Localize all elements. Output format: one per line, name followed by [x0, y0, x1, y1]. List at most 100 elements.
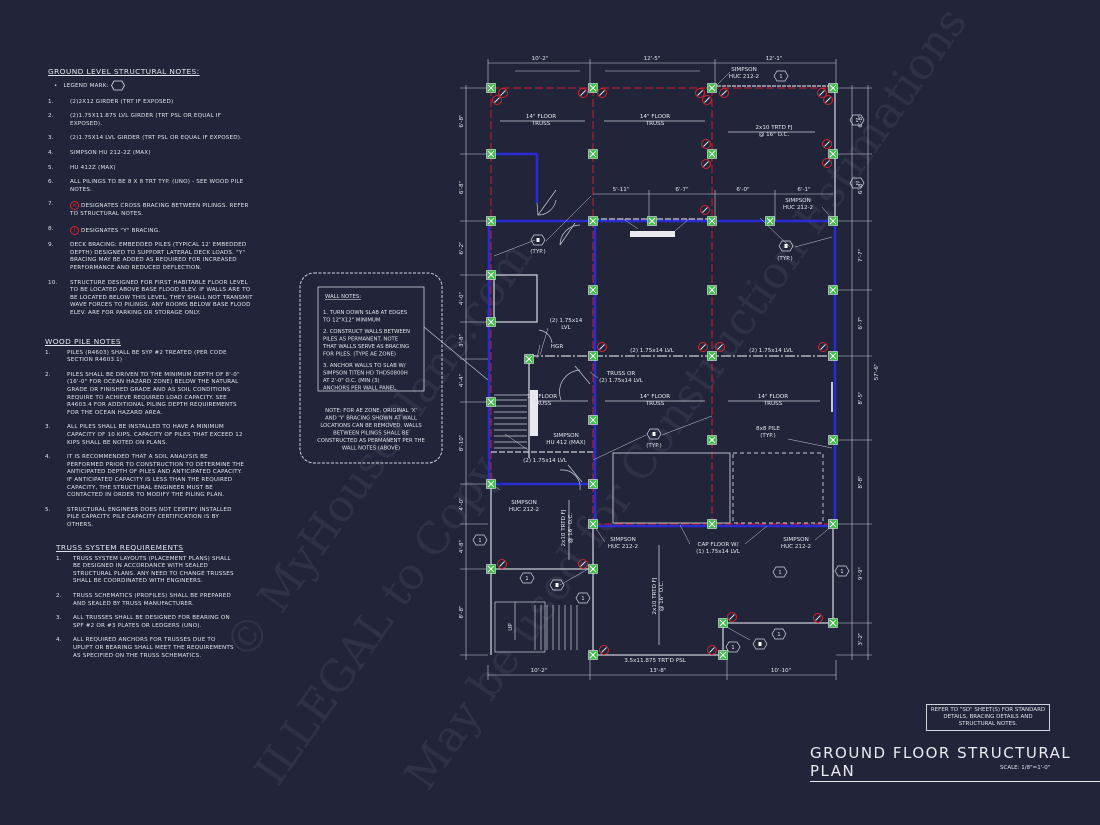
note-text: HU 412Z (MAX)	[70, 164, 116, 171]
truss-label: TRUSS	[645, 121, 665, 127]
dimension-right: 9'-9"	[858, 566, 864, 580]
note-number: 2.	[45, 371, 51, 378]
note-text: ALL REQUIRED ANCHORS FOR TRUSSES DUE TO …	[73, 637, 234, 659]
pile-marker	[765, 216, 775, 226]
y-bracing-icon	[701, 159, 711, 169]
pile-marker	[588, 650, 598, 660]
hexagon-tag: 1	[725, 641, 741, 653]
typ-label: (TYP.)	[777, 256, 792, 262]
dimension-right: 3'-2"	[858, 632, 864, 646]
note-number: 7.	[48, 201, 54, 208]
dimension-left: 6'-8"	[459, 114, 465, 128]
dimension-top: 12'-1"	[766, 56, 783, 62]
wall-note-line: TO 12"X12" MINIMUM	[322, 318, 381, 324]
wall-note-line: CONSTRUCTED AS PERMANENT PER THE	[317, 438, 425, 444]
leader-lines	[490, 71, 833, 641]
floor-joist-label: 2x10 TRTD FJ	[652, 577, 658, 614]
floor-joist-label: 2x10 TRTD FJ	[561, 509, 567, 546]
tag-label: 1	[855, 118, 858, 124]
note-text: ×DESIGNATES CROSS BRACING BETWEEN PILING…	[70, 201, 249, 217]
note-number: 1.	[56, 555, 62, 562]
refer-note-box: REFER TO "SD" SHEET(S) FOR STANDARD DETA…	[926, 704, 1050, 731]
note-text: SIMPSON HU 212-2Z (MAX)	[70, 149, 151, 156]
notes-title: WOOD PILE NOTES	[45, 337, 121, 346]
note-text: ALL PILINGS TO BE 8 X 8 TRT TYP. (UNO) -…	[70, 179, 244, 193]
dimension-left: 3'-8"	[459, 333, 465, 347]
pile-marker	[588, 83, 598, 93]
legend-row: • LEGEND MARK:	[54, 80, 253, 91]
wall-note-line: AT 2'-0" O.C. (MIN (3)	[323, 378, 379, 384]
note-number: 4.	[48, 149, 54, 156]
note-text: PILES (R4603) SHALL BE SYP #2 TREATED (P…	[67, 349, 227, 364]
y-bracing-icon	[822, 139, 832, 149]
y-bracing-icon	[823, 95, 833, 105]
truss-label: TRUSS	[645, 401, 665, 407]
note-number: 6.	[48, 179, 54, 186]
hexagon-tag: 1	[519, 572, 535, 584]
cap-floor-label: CAP FLOOR W/	[698, 542, 739, 548]
dimension-right: 6'-8"	[858, 180, 864, 194]
y-bracing-icon	[707, 645, 717, 655]
note-text: /DESIGNATES "Y" BRACING.	[70, 225, 253, 236]
y-bracing-icon	[497, 559, 507, 569]
tag-label: 1	[840, 569, 843, 575]
truss-label: 14" FLOOR	[758, 394, 788, 400]
psl-label: 3.5x11.875 TRT'D PSL	[624, 658, 686, 664]
dimension-left: 4'-4"	[459, 373, 465, 387]
note-text: STRUCTURE DESIGNED FOR FIRST HABITABLE F…	[70, 279, 253, 316]
walls-gray	[490, 85, 836, 656]
simpson-label: HUC 212-2	[781, 544, 811, 550]
dimension-left: 4'-0"	[459, 497, 465, 511]
y-bracing-icon	[727, 612, 737, 622]
tag-label: 1	[779, 74, 782, 80]
y-bracing-icon	[817, 88, 827, 98]
pile-marker	[588, 519, 598, 529]
lvl-label: (2) 1.75x14 LVL	[630, 348, 675, 354]
note-number: 3.	[48, 135, 54, 142]
pile-marker	[486, 317, 496, 327]
note-number: 4.	[56, 637, 62, 644]
hexagon-tag: 1	[849, 114, 865, 126]
door-swings	[536, 189, 591, 491]
pile-marker	[588, 415, 598, 425]
note-item: 5.STRUCTURAL ENGINEER DOES NOT CERTIFY I…	[45, 507, 245, 530]
cross-bracing-icon: ×	[70, 201, 79, 211]
pile-marker	[718, 618, 728, 628]
pile-marker	[718, 650, 728, 660]
wall-notes-title: WALL NOTES:	[325, 294, 361, 300]
walls-blue	[487, 152, 837, 528]
note-text: ALL TRUSSES SHALL BE DESIGNED FOR BEARIN…	[73, 615, 230, 629]
stairs-upper	[494, 601, 578, 653]
note-item: 2.(2)1.75X11.875 LVL GIRDER (TRT PSL OR …	[48, 113, 253, 128]
note-item: 4.IT IS RECOMMENDED THAT A SOIL ANALYSIS…	[45, 454, 245, 500]
note-number: 5.	[45, 506, 51, 513]
note-number: 3.	[45, 424, 51, 431]
y-bracing-icon	[599, 645, 609, 655]
pile-marker	[828, 285, 838, 295]
ground-level-structural-notes: GROUND LEVEL STRUCTURAL NOTES: • LEGEND …	[48, 68, 253, 324]
y-bracing-icon	[597, 88, 607, 98]
note-number: 3.	[56, 615, 62, 622]
note-text: (2)1.75X14 LVL GIRDER (TRT PSL OR EQUAL …	[70, 135, 243, 142]
pile-marker	[524, 354, 534, 364]
pile-marker	[828, 351, 838, 361]
tag-label: 1	[581, 596, 584, 602]
wall-note-line: BETWEEN PILINGS SHALL BE	[333, 431, 409, 437]
note-number: 5.	[48, 164, 54, 171]
note-number: 9.	[48, 242, 54, 249]
pile-marker	[647, 216, 657, 226]
dimension-mid: 6'-0"	[736, 187, 750, 193]
note-text: (2)1.75X11.875 LVL GIRDER (TRT PSL OR EQ…	[70, 113, 222, 127]
lvl-label: (2) 1.75x14	[550, 318, 583, 324]
y-bracing-icon	[822, 158, 832, 168]
floor-joist-label: 2x10 TRTD FJ	[755, 125, 792, 131]
tag-label: 1	[525, 576, 528, 582]
note-item: 6. ALL PILINGS TO BE 8 X 8 TRT TYP. (UNO)…	[48, 179, 253, 194]
pile-marker	[828, 149, 838, 159]
hexagon-tag: 1	[771, 628, 787, 640]
y-bracing-icon	[719, 88, 729, 98]
dimension-right: 8'-5"	[858, 391, 864, 405]
hexagon-anchor-tag-icon	[530, 234, 546, 246]
note-text: IT IS RECOMMENDED THAT A SOIL ANALYSIS B…	[67, 454, 245, 499]
dimension-left: 8'-8"	[459, 605, 465, 619]
